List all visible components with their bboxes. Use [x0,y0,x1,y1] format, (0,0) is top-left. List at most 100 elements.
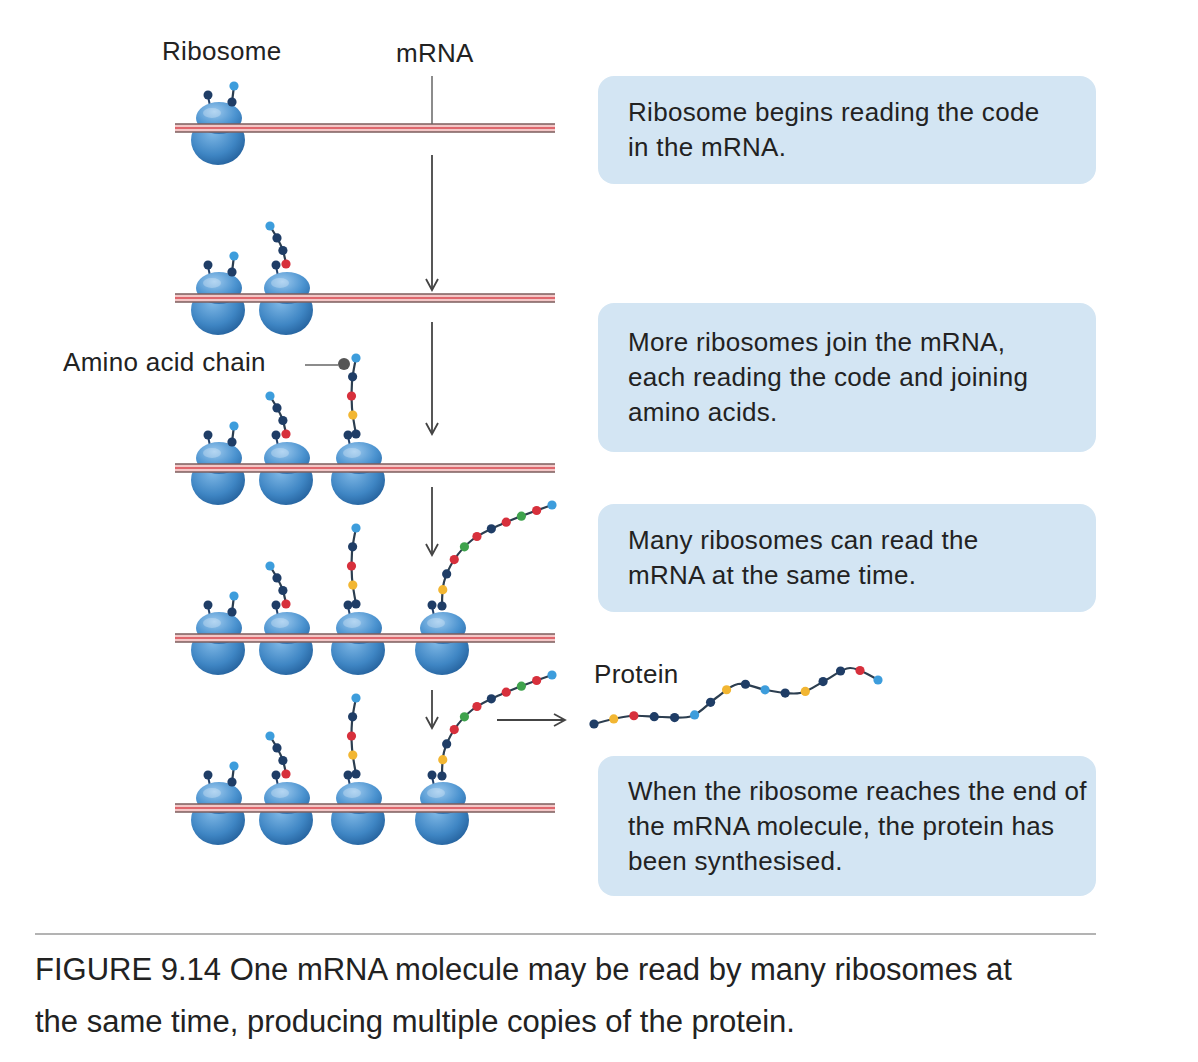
ribosome-knob [204,431,213,440]
chain-backbone [270,396,286,434]
ribosome-highlight [203,278,221,288]
amino-acid-bead [351,599,360,608]
amino-acid-bead [438,755,447,764]
amino-acid-chain [265,391,290,438]
part-label: Amino acid chain [63,345,266,379]
step-text: More ribosomes join the mRNA, each readi… [628,325,1053,430]
step-arrow [431,487,433,555]
ribosome-highlight [427,788,445,798]
amino-acid-bead [517,682,526,691]
amino-acid-bead [272,743,281,752]
ribosome-highlight [203,618,221,628]
amino-acid-bead [351,523,360,532]
amino-acid-bead [450,555,459,564]
amino-acid-bead [741,680,750,689]
amino-acid-bead [229,761,238,770]
amino-acid-chain [265,731,290,778]
mrna-strand [175,464,555,472]
ribosome-highlight [203,788,221,798]
leader-line [305,364,338,366]
amino-acid-chain [437,670,556,780]
mrna-band [175,804,555,812]
step-arrow [497,719,565,721]
amino-acid-bead [265,731,274,740]
mrna-edge [175,301,555,302]
amino-acid-bead [873,675,882,684]
polysome-stage [175,500,557,675]
chain-backbone [270,226,286,264]
ribosome-knob [204,261,213,270]
amino-acid-bead [278,756,287,765]
amino-acid-bead [855,666,864,675]
amino-acid-bead [272,403,281,412]
mrna-strand [175,804,555,812]
amino-acid-bead [502,688,511,697]
amino-acid-bead [227,267,236,276]
amino-acid-bead [265,561,274,570]
ribosome-knob [272,601,281,610]
ribosome-highlight [271,788,289,798]
mrna-edge [175,641,555,642]
mrna-edge [175,463,555,464]
amino-acid-chain [347,523,361,608]
mrna-band [175,464,555,472]
amino-acid-bead [229,251,238,260]
amino-acid-bead [229,81,238,90]
amino-acid-bead [547,500,556,509]
amino-acid-bead [348,542,357,551]
leader-dot [338,358,350,370]
amino-acid-bead [487,694,496,703]
ribosome-highlight [343,788,361,798]
amino-acid-bead [781,688,790,697]
polysome-stage [175,221,555,335]
ribosome-highlight [343,448,361,458]
amino-acid-bead [438,585,447,594]
amino-acid-bead [227,777,236,786]
mrna-band [175,294,555,302]
mrna-edge [175,131,555,132]
ribosome-knob [428,601,437,610]
ribosome-knob [272,261,281,270]
amino-acid-bead [517,512,526,521]
step-text: When the ribosome reaches the end of the… [628,774,1088,879]
mrna-core [175,297,555,298]
amino-acid-bead [281,769,290,778]
amino-acid-bead [265,391,274,400]
mrna-edge [175,471,555,472]
amino-acid-chain [347,693,361,778]
amino-acid-bead [348,712,357,721]
amino-acid-bead [532,676,541,685]
amino-acid-chain [227,591,238,616]
mrna-strand [175,124,555,132]
amino-acid-bead [460,712,469,721]
ribosome-knob [204,771,213,780]
amino-acid-bead [706,698,715,707]
mrna-strand [175,294,555,302]
amino-acid-bead [437,601,446,610]
mrna-edge [175,803,555,804]
part-label: Protein [594,657,678,691]
amino-acid-bead [442,569,451,578]
mrna-core [175,467,555,468]
mrna-core [175,127,555,128]
step-description-box: Many ribosomes can read the mRNA at the … [598,504,1096,612]
translation-illustration [175,76,883,845]
amino-acid-bead [278,416,287,425]
amino-acid-bead [609,714,618,723]
ribosome-highlight [427,618,445,628]
step-arrow [431,155,433,290]
mrna-core [175,637,555,638]
amino-acid-bead [836,666,845,675]
amino-acid-bead [229,421,238,430]
amino-acid-bead [442,739,451,748]
figure-caption: FIGURE 9.14 One mRNA molecule may be rea… [35,944,1035,1048]
amino-acid-bead [281,259,290,268]
amino-acid-chain [227,761,238,786]
amino-acid-bead [278,586,287,595]
amino-acid-bead [347,561,356,570]
amino-acid-bead [281,599,290,608]
amino-acid-bead [348,750,357,759]
amino-acid-bead [227,437,236,446]
step-arrow [431,322,433,434]
